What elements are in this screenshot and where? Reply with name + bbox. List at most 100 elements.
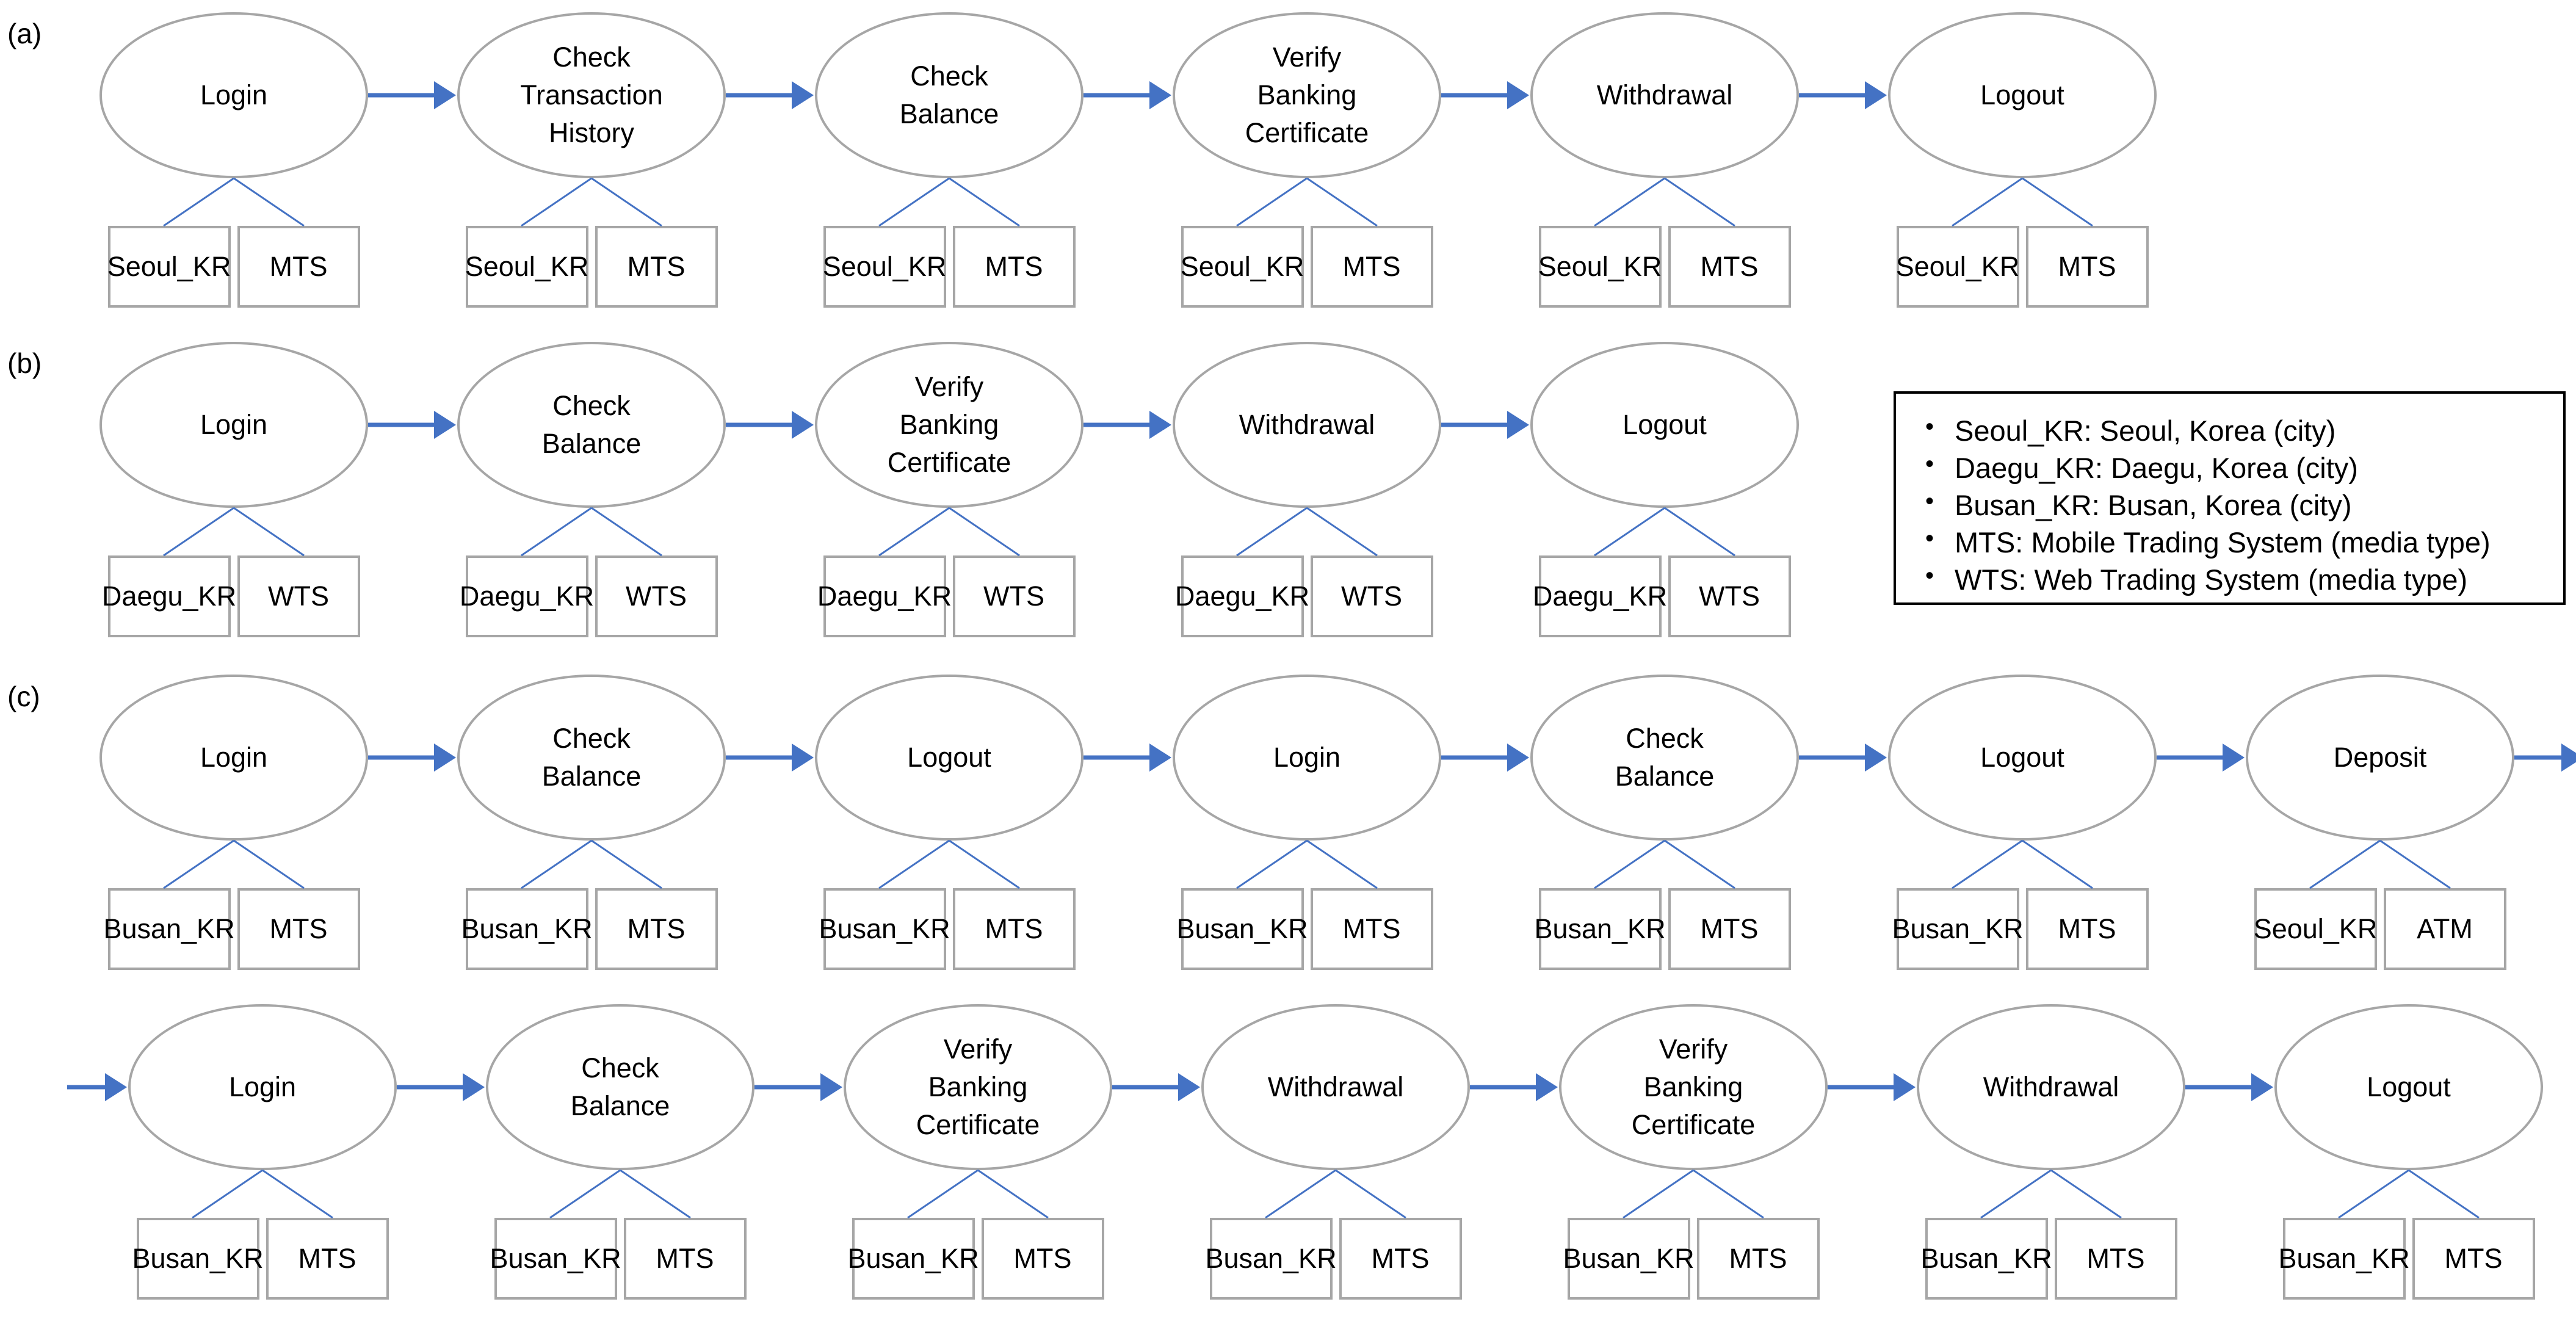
attribute-box[interactable]: Daegu_KR [460,555,594,637]
attribute-box[interactable]: MTS [1310,888,1433,970]
attribute-box[interactable]: Seoul_KR [1538,226,1662,308]
attribute-box[interactable]: Seoul_KR [1896,226,2019,308]
activity-node[interactable]: Login [99,342,368,508]
attribute-connector-lines [457,177,726,227]
activity-node[interactable]: Check Balance [486,1004,754,1170]
legend-box: Seoul_KR: Seoul, Korea (city)Daegu_KR: D… [1894,391,2566,605]
attribute-box[interactable]: MTS [952,226,1076,308]
activity-node[interactable]: Check Balance [1530,675,1799,841]
flow-arrow [1084,342,1173,508]
activity-node[interactable]: Verify Banking Certificate [1173,12,1441,178]
attribute-box[interactable]: Busan_KR [490,1218,621,1300]
activity-node[interactable]: Deposit [2246,675,2514,841]
activity-ellipse [815,342,1084,508]
activity-label: Login [1273,741,1341,773]
attribute-box[interactable]: Busan_KR [1534,888,1666,970]
attribute-box[interactable]: Busan_KR [847,1218,979,1300]
attribute-box[interactable]: Busan_KR [819,888,950,970]
attribute-connector-lines [2246,839,2514,889]
attribute-box[interactable]: MTS [623,1218,747,1300]
attribute-box[interactable]: Daegu_KR [1533,555,1667,637]
activity-node[interactable]: Login [99,12,368,178]
attribute-box[interactable]: Daegu_KR [102,555,236,637]
attribute-connector-lines [844,1169,1112,1219]
attribute-box[interactable]: MTS [952,888,1076,970]
attribute-box[interactable]: MTS [1668,226,1791,308]
legend-list: Seoul_KR: Seoul, Korea (city)Daegu_KR: D… [1920,411,2546,598]
attribute-box[interactable]: Seoul_KR [823,226,946,308]
activity-node[interactable]: Withdrawal [1530,12,1799,178]
attribute-box[interactable]: Busan_KR [1920,1218,2052,1300]
attribute-box[interactable]: MTS [2054,1218,2177,1300]
attribute-box[interactable]: MTS [981,1218,1104,1300]
attribute-connector-lines [1201,1169,1470,1219]
activity-node[interactable]: Logout [1888,12,2157,178]
attribute-box[interactable]: MTS [1696,1218,1820,1300]
activity-node[interactable]: Logout [1530,342,1799,508]
activity-node[interactable]: Check Transaction History [457,12,726,178]
activity-label: Verify Banking Certificate [1245,41,1369,149]
attribute-box[interactable]: Busan_KR [461,888,593,970]
attribute-box[interactable]: Seoul_KR [465,226,588,308]
attribute-box[interactable]: Busan_KR [132,1218,264,1300]
attribute-box[interactable]: MTS [2412,1218,2535,1300]
activity-node[interactable]: Verify Banking Certificate [1559,1004,1828,1170]
flow-arrow [1470,1004,1559,1170]
activity-node[interactable]: Withdrawal [1173,342,1441,508]
activity-node[interactable]: Login [99,675,368,841]
attribute-box[interactable]: MTS [237,226,360,308]
attribute-box[interactable]: MTS [1668,888,1791,970]
flow-arrow [754,1004,844,1170]
attribute-box[interactable]: Busan_KR [103,888,235,970]
attribute-box[interactable]: Busan_KR [1563,1218,1695,1300]
activity-node[interactable]: Withdrawal [1201,1004,1470,1170]
activity-node[interactable]: Verify Banking Certificate [844,1004,1112,1170]
activity-node[interactable]: Login [1173,675,1441,841]
attribute-box[interactable]: Seoul_KR [1181,226,1304,308]
attribute-box[interactable]: Busan_KR [2278,1218,2410,1300]
attribute-box[interactable]: WTS [1310,555,1433,637]
attribute-box[interactable]: MTS [595,888,718,970]
attribute-box[interactable]: MTS [1310,226,1433,308]
activity-node[interactable]: Login [128,1004,397,1170]
attribute-box[interactable]: Busan_KR [1205,1218,1337,1300]
attribute-box[interactable]: MTS [237,888,360,970]
attribute-box[interactable]: Busan_KR [1176,888,1308,970]
attribute-box[interactable]: MTS [1339,1218,1462,1300]
attribute-box[interactable]: MTS [2025,888,2149,970]
attribute-box[interactable]: Daegu_KR [817,555,952,637]
activity-node[interactable]: Check Balance [457,342,726,508]
activity-node[interactable]: Logout [1888,675,2157,841]
flow-arrow [1084,675,1173,841]
activity-label: Logout [1623,408,1707,440]
attribute-box[interactable]: ATM [2383,888,2506,970]
attribute-box[interactable]: MTS [595,226,718,308]
attribute-box[interactable]: WTS [1668,555,1791,637]
attribute-box[interactable]: MTS [2025,226,2149,308]
activity-node[interactable]: Withdrawal [1917,1004,2185,1170]
attribute-box[interactable]: WTS [237,555,360,637]
activity-node[interactable]: Logout [2274,1004,2543,1170]
activity-node[interactable]: Verify Banking Certificate [815,342,1084,508]
attribute-box[interactable]: Seoul_KR [2254,888,2377,970]
activity-node[interactable]: Check Balance [457,675,726,841]
activity-node[interactable]: Logout [815,675,1084,841]
attribute-box[interactable]: WTS [952,555,1076,637]
attribute-box[interactable]: Busan_KR [1892,888,2024,970]
attribute-box[interactable]: Daegu_KR [1175,555,1309,637]
attribute-connector-lines [1530,507,1799,557]
activity-label: Withdrawal [1596,79,1733,110]
attribute-connector-lines [1888,177,2157,227]
attribute-box[interactable]: MTS [266,1218,389,1300]
activity-node[interactable]: Check Balance [815,12,1084,178]
attribute-box[interactable]: Seoul_KR [107,226,231,308]
attribute-box[interactable]: WTS [595,555,718,637]
